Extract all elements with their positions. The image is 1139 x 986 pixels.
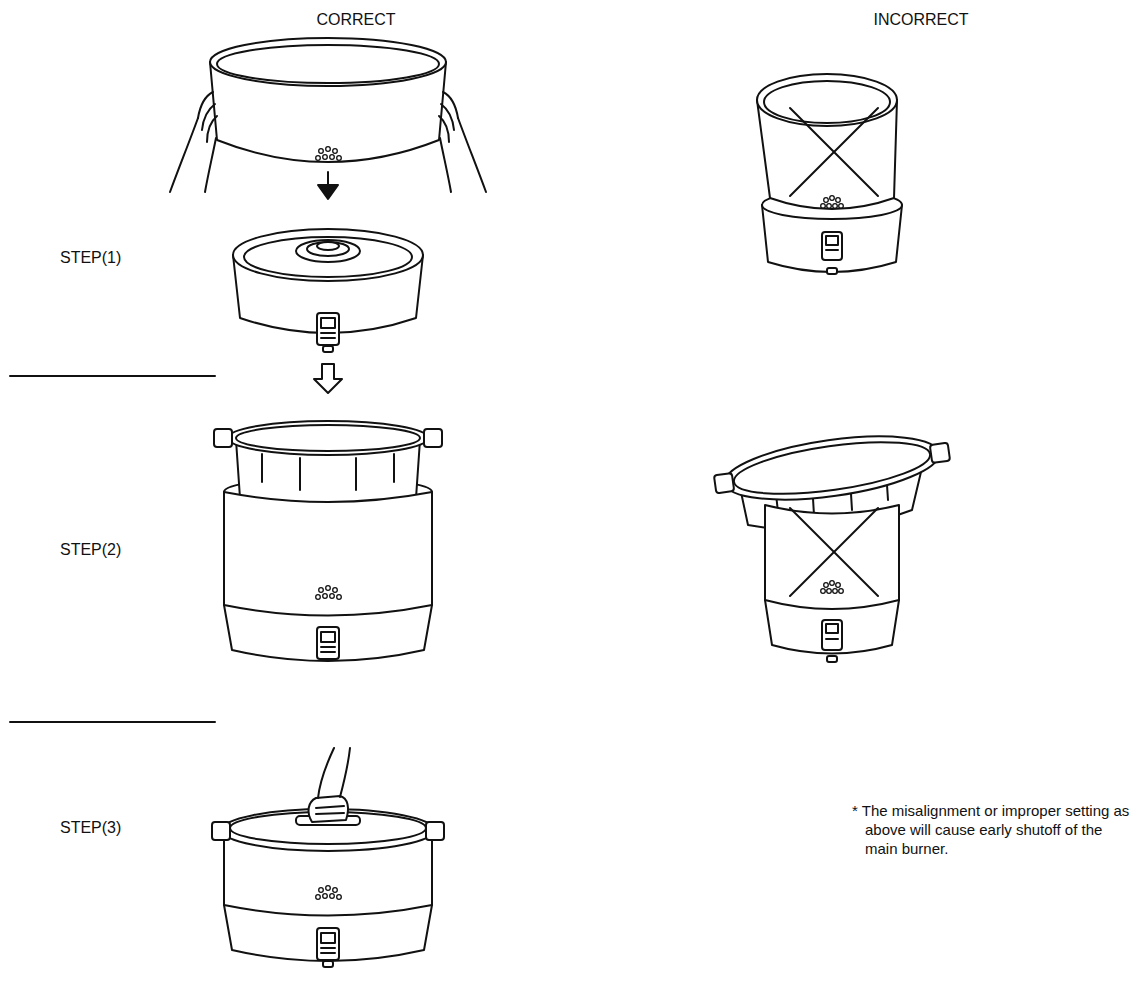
step-label: STEP(1) (60, 248, 121, 267)
column-heading: CORRECT (296, 10, 416, 29)
cooker-with-pot (214, 421, 442, 661)
hollow-arrow (314, 364, 342, 393)
inner-pot-held (210, 38, 446, 162)
note-text: * The misalignment or improper setting a… (852, 802, 1133, 858)
cooker-with-lid (212, 809, 444, 967)
tilted-pot-in-cooker (711, 424, 952, 662)
step-separator (10, 376, 215, 722)
cross-mark (790, 508, 878, 596)
hands (170, 92, 486, 192)
column-heading: INCORRECT (861, 10, 981, 29)
burner-base (233, 229, 423, 352)
misaligned-pot (757, 74, 902, 274)
step-label: STEP(2) (60, 540, 121, 559)
hand-on-lid (309, 748, 350, 822)
cross-mark (790, 108, 878, 196)
down-arrow (318, 172, 338, 199)
step-label: STEP(3) (60, 818, 121, 837)
